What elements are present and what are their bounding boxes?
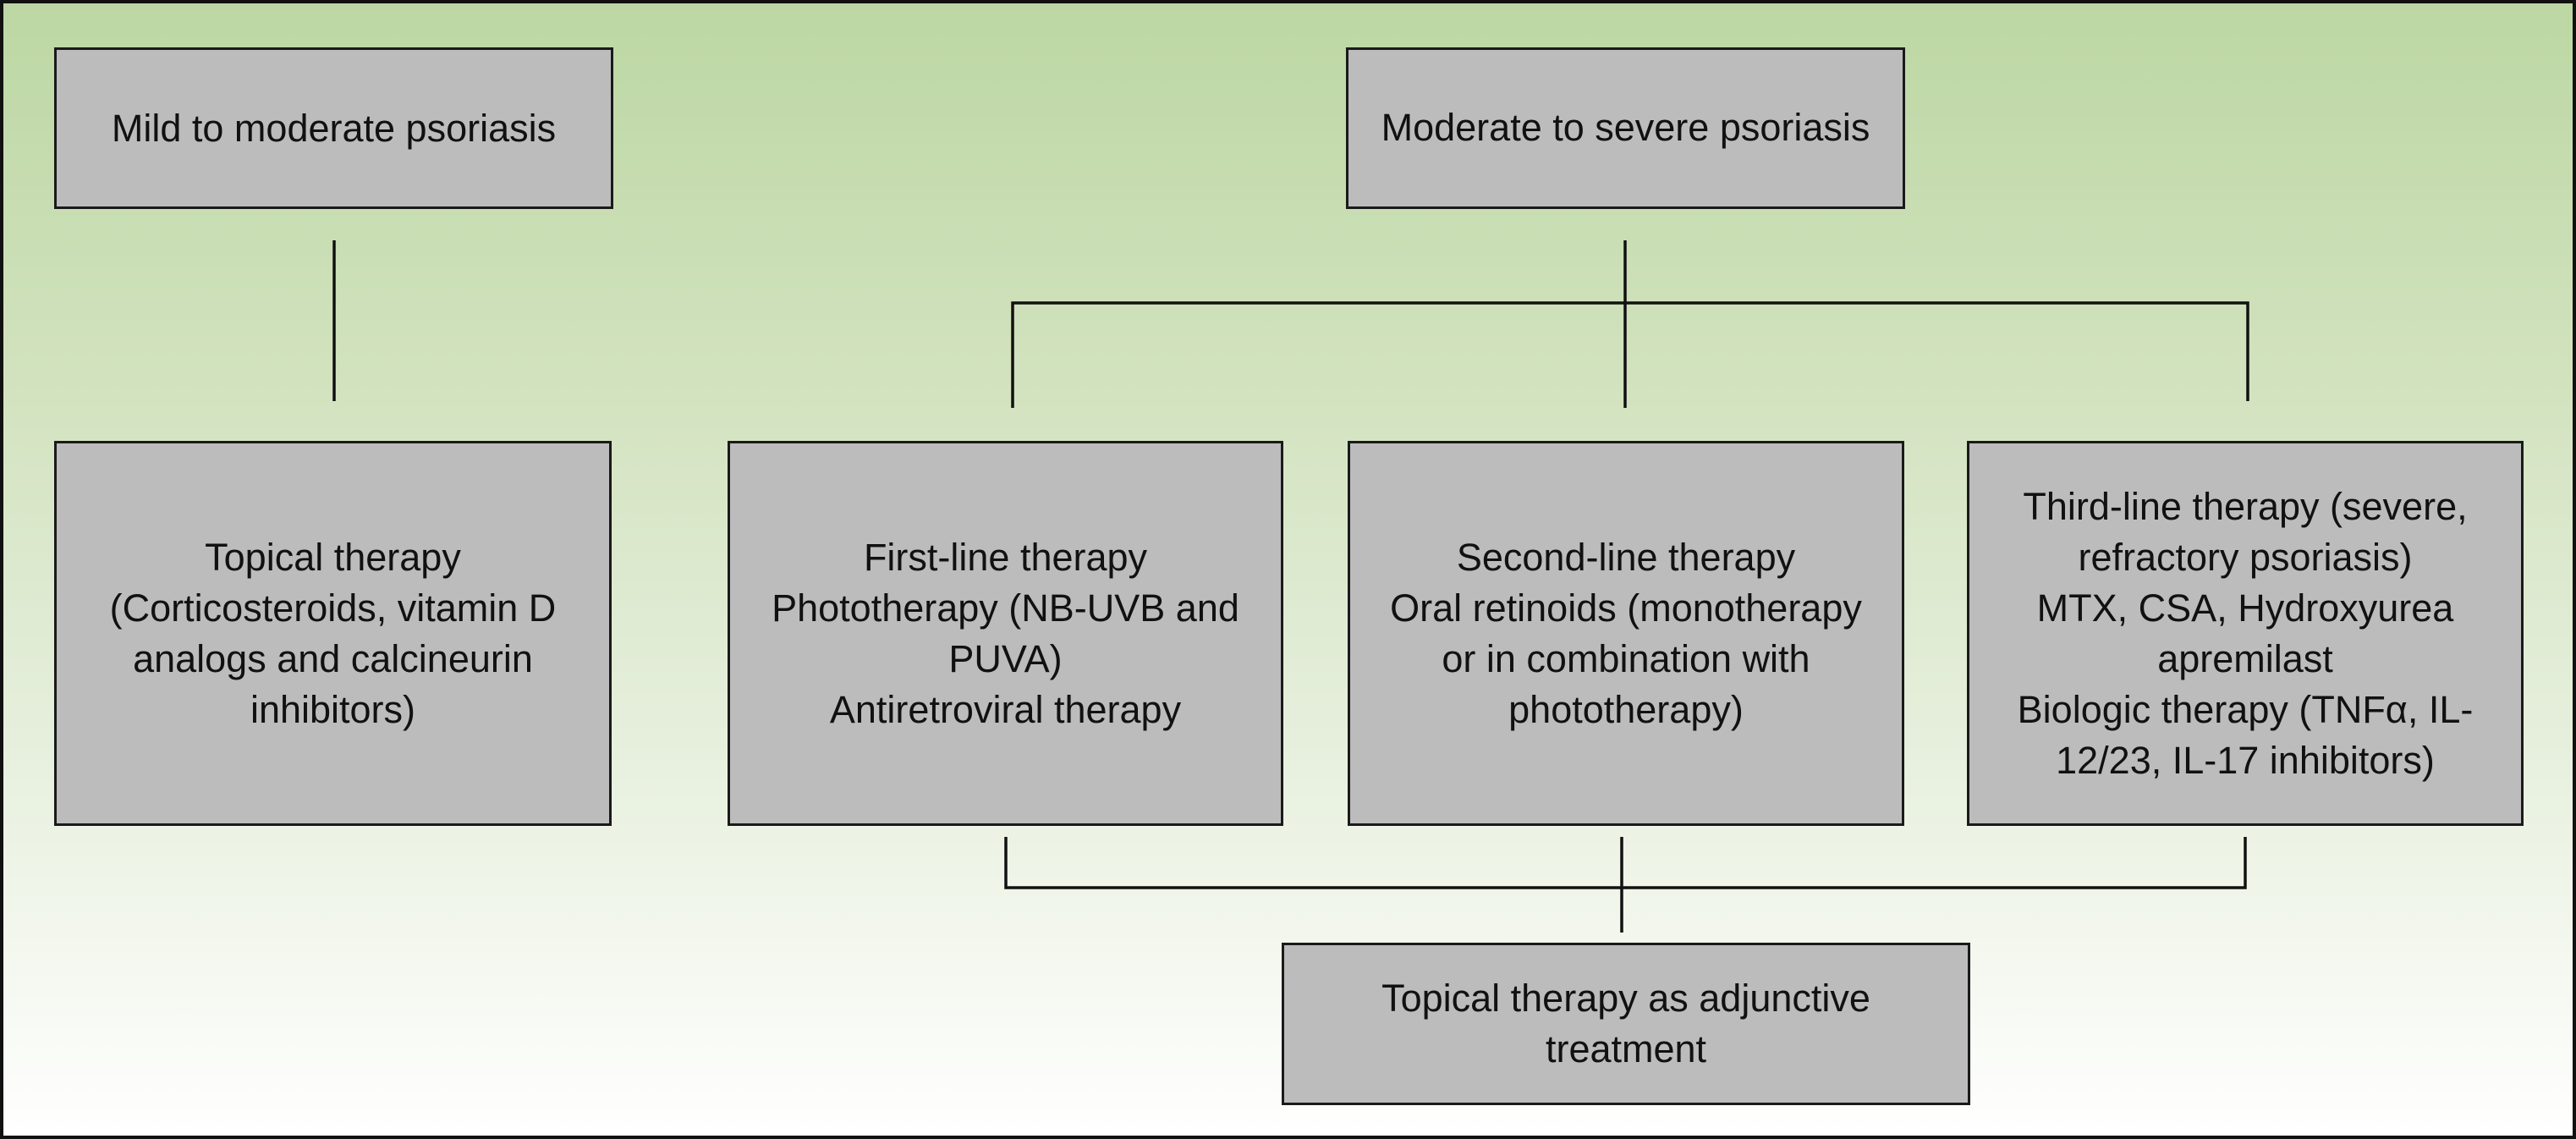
second-line-therapy-text: Second-line therapy Oral retinoids (mono…: [1390, 532, 1862, 735]
first-line-line-3: Antiretroviral therapy: [829, 687, 1182, 731]
first-line-line-0: First-line therapy: [863, 535, 1148, 579]
first-line-line-1: Phototherapy (NB-UVB and: [772, 586, 1239, 630]
adjunctive-line-1: treatment: [1545, 1027, 1707, 1070]
second-line-line-0: Second-line therapy: [1456, 535, 1796, 579]
mild-to-moderate-box: Mild to moderate psoriasis: [54, 47, 613, 209]
adjunctive-treatment-text: Topical therapy as adjunctive treatment: [1381, 973, 1870, 1075]
second-line-line-2: or in combination with: [1442, 636, 1810, 680]
first-line-therapy-box: First-line therapy Phototherapy (NB-UVB …: [728, 441, 1283, 826]
topical-line-0: Topical therapy: [205, 535, 461, 579]
moderate-to-severe-text: Moderate to severe psoriasis: [1381, 102, 1870, 153]
second-line-line-3: phototherapy): [1508, 687, 1744, 731]
topical-line-3: inhibitors): [250, 687, 416, 731]
topical-therapy-box: Topical therapy (Corticosteroids, vitami…: [54, 441, 612, 826]
topical-line-1: (Corticosteroids, vitamin D: [109, 586, 557, 630]
moderate-to-severe-box: Moderate to severe psoriasis: [1346, 47, 1905, 209]
third-line-line-1: refractory psoriasis): [2078, 535, 2413, 579]
third-line-line-2: MTX, CSA, Hydroxyurea: [2036, 586, 2454, 630]
connector-top-bracket: [1011, 301, 2249, 408]
topical-line-2: analogs and calcineurin: [133, 636, 533, 680]
second-line-line-1: Oral retinoids (monotherapy: [1390, 586, 1862, 630]
first-line-line-2: PUVA): [948, 636, 1063, 680]
second-line-therapy-box: Second-line therapy Oral retinoids (mono…: [1348, 441, 1904, 826]
third-line-line-0: Third-line therapy (severe,: [2023, 484, 2468, 528]
third-line-line-4: Biologic therapy (TNFα, IL-: [2017, 687, 2474, 731]
connector-bottom-bracket: [1004, 837, 2247, 889]
connector-lines: [332, 240, 2249, 933]
third-line-line-5: 12/23, IL-17 inhibitors): [2056, 738, 2435, 782]
moderate-line-0: Moderate to severe psoriasis: [1381, 106, 1870, 149]
third-line-therapy-text: Third-line therapy (severe, refractory p…: [2018, 481, 2474, 786]
first-line-therapy-text: First-line therapy Phototherapy (NB-UVB …: [772, 532, 1239, 735]
third-line-therapy-box: Third-line therapy (severe, refractory p…: [1967, 441, 2524, 826]
adjunctive-treatment-box: Topical therapy as adjunctive treatment: [1282, 943, 1970, 1105]
third-line-line-3: apremilast: [2157, 636, 2333, 680]
mild-to-moderate-text: Mild to moderate psoriasis: [112, 103, 556, 154]
topical-therapy-text: Topical therapy (Corticosteroids, vitami…: [110, 532, 557, 735]
mild-line-0: Mild to moderate psoriasis: [111, 106, 557, 150]
adjunctive-line-0: Topical therapy as adjunctive: [1381, 977, 1870, 1020]
